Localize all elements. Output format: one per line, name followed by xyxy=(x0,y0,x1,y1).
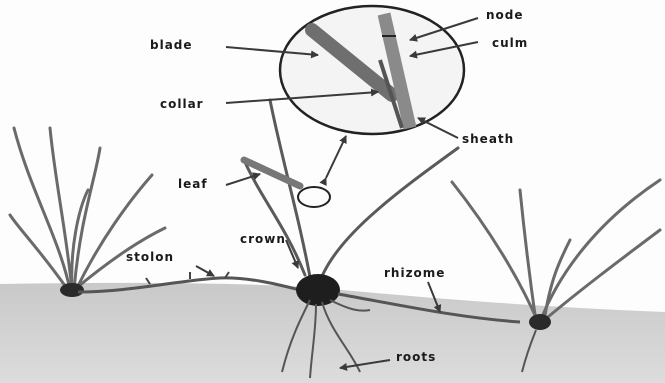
label-stolon: stolon xyxy=(126,250,174,264)
label-sheath: sheath xyxy=(462,132,514,146)
zoom-link-arrow xyxy=(326,136,346,178)
left-tuft-base xyxy=(60,283,84,297)
leaf-blade xyxy=(244,160,300,186)
label-crown: crown xyxy=(240,232,286,246)
label-culm: culm xyxy=(492,36,528,50)
label-roots: roots xyxy=(396,350,436,364)
right-tuft-base xyxy=(529,314,551,330)
label-rhizome: rhizome xyxy=(384,266,445,280)
left-grass-tuft xyxy=(10,128,165,290)
label-blade: blade xyxy=(150,38,193,52)
right-grass-tuft xyxy=(452,180,660,322)
label-node: node xyxy=(486,8,524,22)
zoom-inset xyxy=(280,6,464,134)
collar-circle-small xyxy=(298,187,330,207)
label-leaf: leaf xyxy=(178,177,208,191)
label-collar: collar xyxy=(160,97,204,111)
